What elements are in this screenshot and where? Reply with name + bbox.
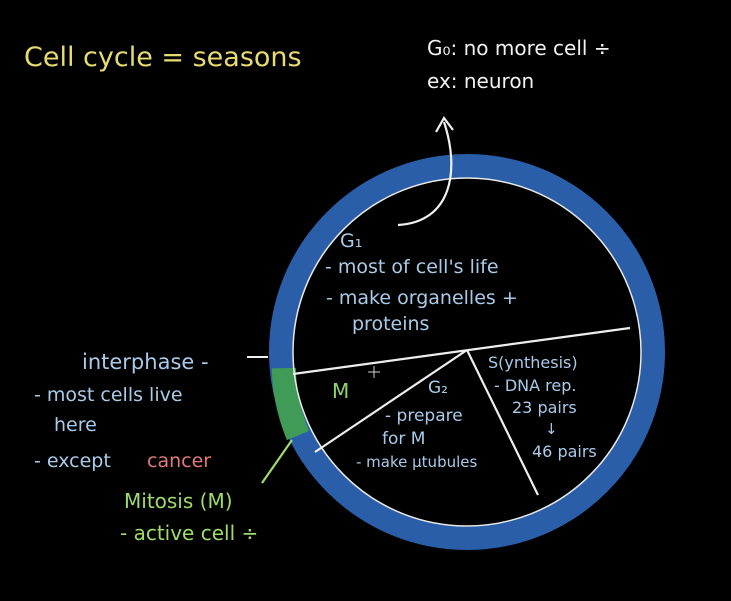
mitosis-line2: - active cell ÷	[120, 521, 258, 545]
g0-arrowhead	[435, 116, 454, 133]
g1-line1: - most of cell's life	[325, 256, 499, 278]
mitosis-pointer	[261, 439, 293, 484]
g2-line2: for M	[382, 429, 425, 449]
g1-line3: proteins	[352, 313, 429, 335]
cursor-crosshair-icon	[368, 366, 380, 378]
s-phase-line4: 46 pairs	[532, 442, 597, 461]
mitosis-line1: Mitosis (M)	[124, 489, 233, 513]
g0-exit-arrow	[397, 121, 453, 227]
s-phase-arrow: ↓	[545, 420, 558, 438]
s-phase-line2: - DNA rep.	[494, 376, 577, 395]
divider-s-g2	[466, 349, 539, 496]
m-phase-label: M	[332, 379, 349, 403]
inner-circle-outline	[292, 177, 642, 527]
g1-label: G₁	[340, 230, 362, 252]
g0-note-line2: ex: neuron	[427, 69, 534, 93]
diagram-title: Cell cycle = seasons	[24, 42, 302, 73]
interphase-line1: - most cells live	[34, 384, 183, 406]
cell-cycle-ring	[269, 154, 665, 550]
g2-line3: - make μtubules	[356, 453, 477, 471]
interphase-line3-prefix: - except	[34, 450, 111, 472]
divider-g2-m	[314, 349, 468, 453]
g2-label: G₂	[428, 378, 448, 398]
divider-g1	[292, 326, 631, 376]
interphase-line2: here	[54, 414, 97, 436]
s-phase-line1: S(ynthesis)	[488, 353, 578, 372]
interphase-line3-cancer: cancer	[147, 450, 211, 472]
s-phase-line3: 23 pairs	[512, 398, 577, 417]
g0-note-line1: G₀: no more cell ÷	[427, 36, 611, 60]
g1-line2: - make organelles +	[326, 287, 518, 309]
interphase-title: interphase -	[82, 350, 209, 374]
mitosis-ring-segment	[271, 367, 310, 441]
g2-line1: - prepare	[385, 406, 463, 426]
